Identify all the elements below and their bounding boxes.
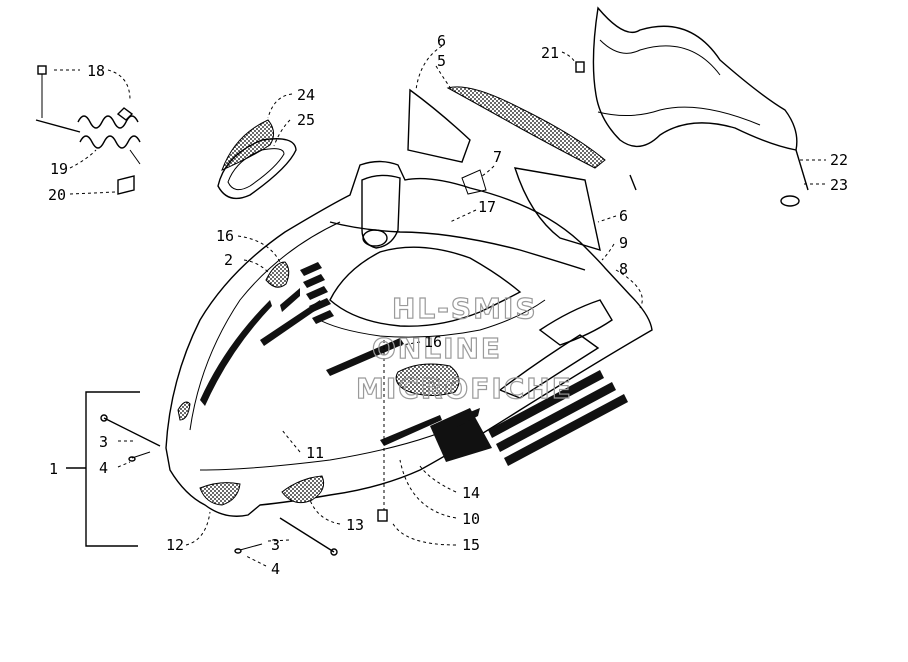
- pin-fastener-upper: [100, 414, 161, 462]
- windshield-trim-strip: [446, 86, 606, 169]
- windshield-washer: [780, 195, 800, 207]
- callout-21: 21: [541, 44, 559, 62]
- callout-16-left: 16: [216, 227, 234, 245]
- callout-12: 12: [166, 536, 184, 554]
- callout-19: 19: [50, 160, 68, 178]
- pin-fastener-lower: [234, 517, 338, 556]
- callouts: 18 19 20 6 5 21 24 25 7 22 23 17 6 9 8 1…: [48, 32, 848, 578]
- callout-23: 23: [830, 176, 848, 194]
- callout-6-right: 6: [619, 207, 628, 225]
- watermark-line2: ONLINE: [372, 332, 502, 365]
- callout-22: 22: [830, 151, 848, 169]
- callout-13: 13: [346, 516, 364, 534]
- callout-16-center: 16: [424, 333, 442, 351]
- hood-latch-spring: [35, 65, 141, 195]
- assembly-bracket: [66, 391, 140, 547]
- callout-3-left: 3: [99, 433, 108, 451]
- decal-6-right: [513, 167, 601, 252]
- callout-15: 15: [462, 536, 480, 554]
- windshield-screw: [575, 61, 585, 73]
- callout-9: 9: [619, 234, 628, 252]
- callout-14: 14: [462, 484, 480, 502]
- callout-1: 1: [49, 460, 58, 478]
- callout-5: 5: [437, 52, 446, 70]
- callout-8: 8: [619, 260, 628, 278]
- decal-7: [461, 169, 487, 195]
- callout-2: 2: [224, 251, 233, 269]
- callout-24: 24: [297, 86, 315, 104]
- hood-nut: [377, 509, 388, 522]
- callout-11: 11: [306, 444, 324, 462]
- callout-7: 7: [493, 148, 502, 166]
- callout-18: 18: [87, 62, 105, 80]
- watermark-line3: MICROFICHE: [356, 372, 573, 405]
- callout-4-bottom: 4: [271, 560, 280, 578]
- windshield: [592, 6, 809, 191]
- headlight-trim: [217, 119, 297, 200]
- watermark-line1: HL-SMIS: [392, 292, 538, 325]
- callout-6-top: 6: [437, 32, 446, 50]
- watermark: HL-SMIS ONLINE MICROFICHE: [355, 291, 573, 405]
- callout-3-bottom: 3: [271, 536, 280, 554]
- callout-17: 17: [478, 198, 496, 216]
- leader-lines: [54, 45, 826, 567]
- hood: [165, 160, 653, 517]
- callout-20: 20: [48, 186, 66, 204]
- callout-10: 10: [462, 510, 480, 528]
- windshield-decal-upper: [407, 88, 471, 163]
- callout-4-left: 4: [99, 459, 108, 477]
- callout-25: 25: [297, 111, 315, 129]
